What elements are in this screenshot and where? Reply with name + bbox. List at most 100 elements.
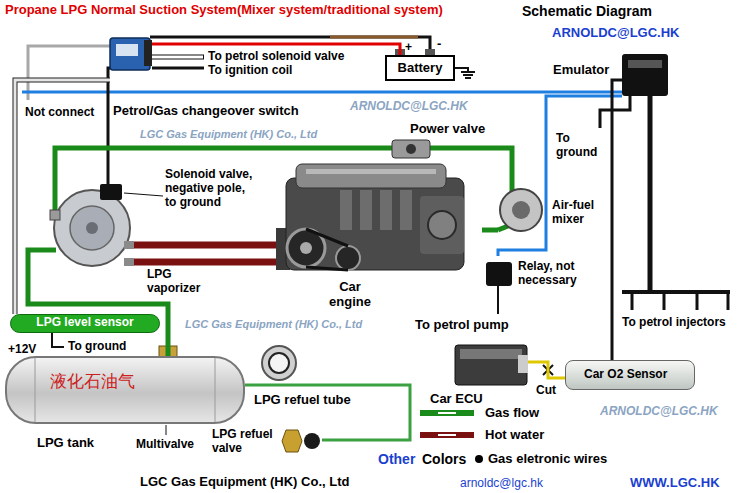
- vaporizer-device: [50, 210, 60, 220]
- vaporizer-device: [124, 241, 134, 249]
- lpg-tank: 液化石油气LPG tank: [5, 356, 245, 454]
- level-sensor: LPG level sensor: [10, 314, 160, 333]
- mixer-device: [512, 201, 530, 219]
- switch-wiring: [152, 67, 204, 70]
- power-valve: Power valve: [388, 122, 495, 162]
- legend-text: Hot water: [485, 428, 544, 443]
- watermark: ARNOLDC@LGC.HK: [350, 100, 468, 114]
- wire-connector: [28, 250, 168, 356]
- switch-wiring: [152, 55, 204, 60]
- legend-text: Gas eletronic wires: [488, 452, 607, 467]
- power-valve-device: [392, 140, 430, 158]
- ecu-device: [518, 355, 528, 373]
- part-note: Solenoid valve, negative pole, to ground: [165, 168, 257, 209]
- tank-shape: [6, 357, 244, 423]
- wire-label: +12V: [8, 343, 36, 357]
- emulator-device: [550, 54, 730, 310]
- ground-wire: [52, 333, 64, 347]
- node-label: Petrol/Gas changeover switch: [113, 104, 299, 119]
- refuel-valve: LPG refuel valve: [212, 426, 322, 460]
- ecu-device: [455, 345, 527, 385]
- wire-line: [220, 242, 272, 249]
- terminal-sign: +: [405, 41, 412, 55]
- legend-note: Other: [378, 451, 415, 467]
- mixer-device: [498, 226, 508, 230]
- changeover-switch: Petrol/Gas changeover switch: [105, 34, 335, 124]
- wire-line: [335, 91, 550, 94]
- legend-sample: [420, 410, 474, 416]
- changeover-switch-device: [110, 38, 152, 70]
- engine-illustration: [340, 190, 352, 230]
- battery-terminals: [463, 74, 473, 76]
- watermark: ARNOLDC@LGC.HK: [600, 405, 718, 419]
- wire-line: [335, 44, 400, 55]
- watermark: LGC Gas Equipment (HK) Co., Ltd: [185, 318, 362, 331]
- node-label: Air-fuel mixer: [552, 199, 608, 227]
- legend-sample: [475, 455, 483, 463]
- diagram-subtitle: Schematic Diagram: [522, 3, 652, 19]
- switch-wiring: [108, 68, 110, 124]
- emulator-device: [663, 292, 666, 310]
- watermark: LGC Gas Equipment (HK) Co., Ltd: [140, 128, 317, 141]
- wire-label: To ground: [68, 340, 126, 354]
- wire-connector: [220, 245, 272, 246]
- vaporizer-device: [128, 259, 220, 266]
- wire-line: [107, 124, 110, 185]
- legend-text: Gas flow: [485, 406, 539, 421]
- refuel-valve-picture: [282, 430, 320, 452]
- emulator-device: [696, 292, 699, 310]
- wire-label: To petrol solenoid valve: [208, 50, 344, 64]
- engine-illustration: [300, 242, 312, 254]
- vaporizer-device: [100, 184, 122, 200]
- node-label: Car ECU: [430, 392, 483, 407]
- wire-label: To ground: [556, 132, 604, 160]
- wire-connector: [498, 96, 550, 256]
- changeover-switch-device: [116, 44, 138, 56]
- wire-label: To ignition coil: [208, 64, 292, 78]
- refuel-valve-picture: [282, 430, 302, 452]
- relay-device: [486, 262, 512, 314]
- node-label: Car engine: [322, 280, 378, 310]
- wire-connector: [335, 92, 550, 93]
- changeover-switch-device: [144, 40, 152, 66]
- node-label: Power valve: [410, 122, 485, 137]
- wire-line: [498, 96, 550, 256]
- vaporizer-device: [35, 248, 56, 253]
- refuel-valve-picture: [304, 433, 320, 449]
- emulator-device: [628, 60, 662, 68]
- diagram-title: Propane LPG Normal Suction System(Mixer …: [5, 3, 443, 18]
- engine-illustration: [360, 190, 372, 230]
- emulator-device: [600, 96, 630, 128]
- engine-illustration: [380, 190, 392, 230]
- wire-label: To petrol pump: [415, 318, 509, 333]
- wire-connector: [612, 100, 613, 360]
- cut-note: Cut: [536, 384, 556, 398]
- wire-line: [28, 250, 168, 356]
- engine-illustration: [286, 178, 464, 270]
- emulator-device: [648, 96, 653, 292]
- emulator-device: [727, 292, 730, 310]
- wire-connector: [335, 44, 400, 55]
- refuel-tube-picture: [262, 346, 296, 380]
- engine-illustration: [420, 196, 464, 254]
- engine-illustration: [428, 211, 456, 239]
- emulator-device: [622, 290, 730, 294]
- legend-sample: [438, 412, 456, 414]
- wire-connector: [482, 230, 498, 231]
- ecu-device: [455, 345, 528, 385]
- refuel-tube-picture: [262, 346, 296, 380]
- node-sublabel: LPG tank: [37, 436, 94, 451]
- wire-connector: [220, 262, 272, 263]
- node-label: Emulator: [553, 63, 609, 78]
- engine-illustration: [296, 164, 446, 188]
- engine-illustration: [336, 246, 360, 270]
- vaporizer-device: [128, 242, 220, 249]
- website: WWW.LGC.HK: [630, 476, 720, 491]
- node-label: Relay, not necessary: [518, 260, 588, 288]
- vaporizer-device: [70, 206, 114, 250]
- vaporizer-device: [86, 222, 98, 234]
- node-label: LPG level sensor: [11, 316, 159, 330]
- emulator-device: [612, 80, 622, 100]
- switch-wiring: [150, 43, 335, 46]
- relay-device: [486, 262, 512, 286]
